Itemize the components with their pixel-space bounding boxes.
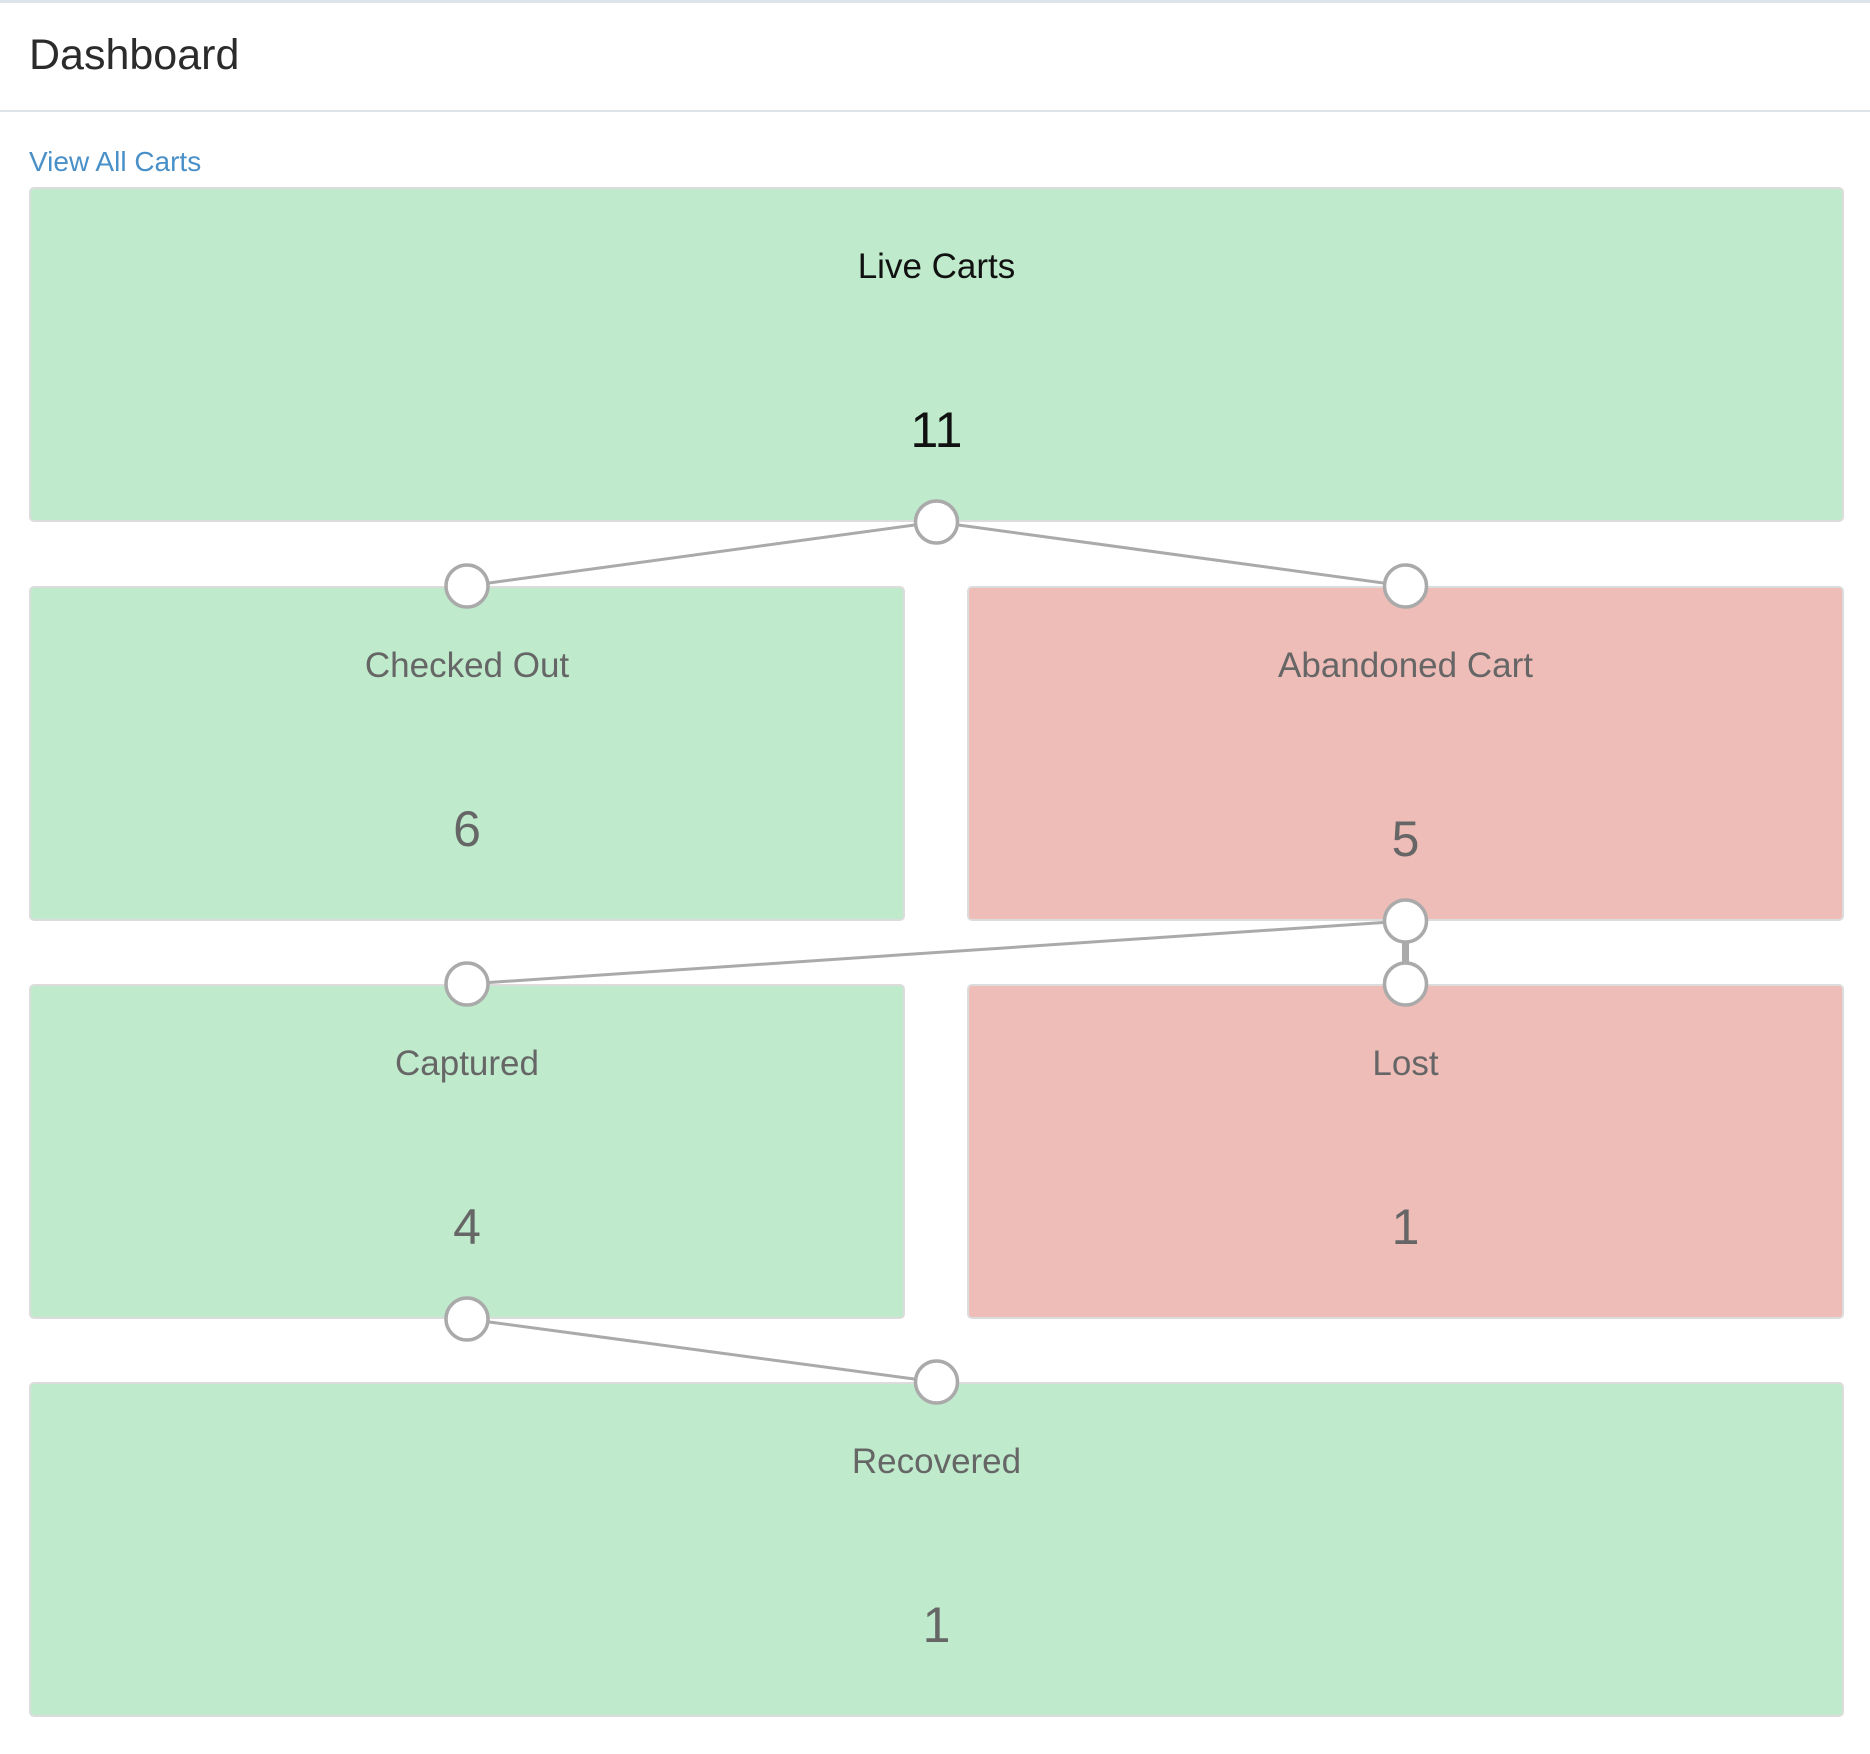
connector-live-checked_out bbox=[466, 520, 937, 588]
card-label: Recovered bbox=[851, 1442, 1022, 1481]
card-value: 4 bbox=[453, 1199, 481, 1255]
page-title: Dashboard bbox=[29, 31, 240, 79]
live-carts-card[interactable]: Live Carts 11 bbox=[29, 187, 1844, 522]
connector-live-abandoned bbox=[936, 520, 1406, 588]
connector-captured-recovered bbox=[466, 1317, 937, 1384]
view-all-carts-link[interactable]: View All Carts bbox=[29, 146, 202, 177]
card-value: 5 bbox=[1391, 811, 1420, 867]
connector-abandoned-captured bbox=[466, 919, 1406, 986]
abandoned-cart-card[interactable]: Abandoned Cart 5 bbox=[967, 586, 1844, 921]
top-border bbox=[0, 0, 1870, 3]
card-label: Live Carts bbox=[857, 247, 1016, 286]
card-value: 1 bbox=[1391, 1199, 1420, 1255]
card-label: Checked Out bbox=[364, 646, 570, 685]
page-header: Dashboard bbox=[0, 3, 1870, 112]
card-value: 6 bbox=[453, 801, 481, 857]
lost-card[interactable]: Lost 1 bbox=[967, 984, 1844, 1319]
card-label: Lost bbox=[1372, 1044, 1439, 1083]
card-label: Captured bbox=[395, 1044, 539, 1083]
checked-out-card[interactable]: Checked Out 6 bbox=[29, 586, 905, 921]
recovered-card[interactable]: Recovered 1 bbox=[29, 1382, 1844, 1717]
card-value: 11 bbox=[910, 402, 963, 458]
card-value: 1 bbox=[922, 1597, 951, 1653]
card-label: Abandoned Cart bbox=[1278, 646, 1533, 685]
captured-card[interactable]: Captured 4 bbox=[29, 984, 905, 1319]
